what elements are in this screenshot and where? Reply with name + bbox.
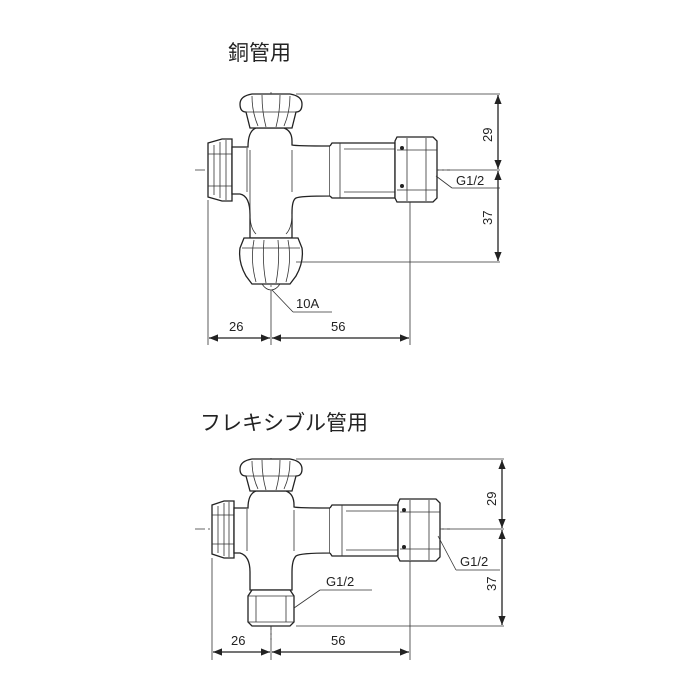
inlet-nut-left <box>211 500 235 559</box>
valve-body <box>233 490 331 591</box>
dim-26: 26 <box>229 319 243 334</box>
dim-56: 56 <box>331 633 345 648</box>
dim-29: 29 <box>480 128 495 142</box>
bottom-threaded-outlet <box>247 589 295 627</box>
outlet-nut-right <box>397 498 441 562</box>
figure-title: 銅管用 <box>228 41 291 65</box>
dim-37: 37 <box>484 577 499 591</box>
figure-flexible-pipe: フレキシブル管用 <box>195 411 506 660</box>
dim-37: 37 <box>480 211 495 225</box>
outlet-thread-label: G1/2 <box>326 574 354 589</box>
top-cap-nut <box>239 458 303 492</box>
figure-title: フレキシブル管用 <box>200 411 368 435</box>
outlet-size-label: 10A <box>296 296 319 311</box>
thread-label-right: G1/2 <box>460 554 488 569</box>
inlet-nut-left <box>207 138 233 202</box>
top-cap-nut <box>239 93 303 129</box>
bottom-compression-nut <box>238 237 304 291</box>
thread-label-right: G1/2 <box>456 173 484 188</box>
dim-29: 29 <box>484 492 499 506</box>
outlet-nut-right <box>394 136 438 203</box>
dim-56: 56 <box>331 319 345 334</box>
figure-copper-pipe: 銅管用 <box>195 41 502 345</box>
dim-26: 26 <box>231 633 245 648</box>
